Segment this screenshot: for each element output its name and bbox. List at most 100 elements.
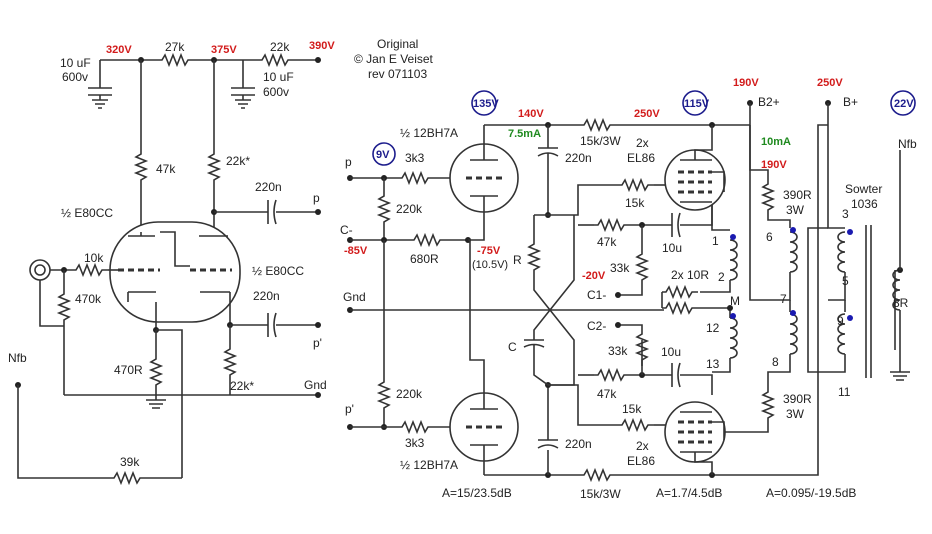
pin-label: 6 [766,230,773,244]
cap-label: 10 uF [60,56,91,70]
resistor-680r [409,234,447,246]
cap-label: 10u [662,241,682,255]
resistor-470r [150,354,162,392]
tube-label: EL86 [627,151,655,165]
preamp-section [15,54,321,484]
voltage-label: 250V [634,108,660,120]
tube-label: EL86 [627,454,655,468]
node-label: Gnd [304,378,327,392]
resistor-15k3w-bottom [579,469,617,481]
credits: Original © Jan E Veiset rev 071103 [354,37,434,81]
node-label: p [345,155,352,169]
preamp-labels: 10 uF 600v 320V 27k 375V 22k 390V 10 uF … [8,40,335,469]
resistor-label: 22k* [226,154,250,168]
node-label: p' [345,402,354,416]
circled-voltages: 9V 135V 115V 22V [372,90,916,166]
voltage-label: 190V [761,159,787,171]
resistor-3k3-bottom [397,421,435,433]
resistor-label: 22k [270,40,290,54]
resistor-label: 3W [786,407,805,421]
voltage-label: 320V [106,44,132,56]
resistor-label: 33k [608,344,628,358]
transformer-label: Sowter [845,182,882,196]
pin-label: 7 [780,292,787,306]
node-label: C2- [587,319,606,333]
resistor-label: 15k [625,196,645,210]
power-amp-labels: 190V 250V B2+ B+ 140V 250V 7.5mA 10mA 19… [340,77,917,501]
resistor-10r-top [661,286,699,298]
cathode-winding-bottom [729,317,738,359]
tube-label: ½ E80CC [252,264,304,278]
gain-label: A=1.7/4.5dB [656,486,722,500]
current-label: 10mA [761,136,791,148]
node-label: B2+ [758,95,780,109]
voltage-label: 250V [817,77,843,89]
resistor-470k [58,289,70,327]
voltage-badge: 9V [376,149,390,161]
pin-label: 13 [706,357,720,371]
node-label: Gnd [343,290,366,304]
cap-label: 220n [565,437,592,451]
transformer-label: 1036 [851,197,878,211]
resistor-10r-bottom [661,302,699,314]
resistor-label: 22k* [230,379,254,393]
pin-label: 11 [838,385,851,399]
voltage-label: -85V [344,245,368,257]
resistor-220k-top [378,191,390,229]
resistor-label: 47k [597,387,617,401]
tube-label: ½ E80CC [61,206,113,220]
resistor-27k [157,54,195,66]
cap-label: 220n [255,180,282,194]
gain-label: A=0.095/-19.5dB [766,486,856,500]
pin-label: 8 [772,355,779,369]
tube-label: ½ 12BH7A [400,126,458,140]
resistor-label: 47k [156,162,176,176]
resistor-label: 3k3 [405,151,425,165]
node-label: p [313,191,320,205]
credit-line: Original [377,37,418,51]
cap-rating: 600v [263,85,289,99]
cap-label: 10u [661,345,681,359]
resistor-r [528,239,540,277]
gain-label: A=15/23.5dB [442,486,512,500]
resistor-47k-top [593,219,631,231]
voltage-label: 140V [518,108,544,120]
resistor-label: 2x 10R [671,268,709,282]
cathode-winding-top [729,239,738,281]
voltage-badge: 22V [894,98,914,110]
tube-label: 2x [636,136,649,150]
pin-label: 5 [842,274,849,288]
resistor-33k-top [636,249,648,287]
resistor-label: 220k [396,202,423,216]
cap-rating: 600v [62,70,88,84]
cap-label: 220n [565,151,592,165]
primary-winding-top [789,231,798,273]
resistor-label: 33k [610,261,630,275]
voltage-label: 190V [733,77,759,89]
resistor-15k-bottom [617,419,655,431]
pin-label: 3 [842,207,849,221]
node-label: C1- [587,288,606,302]
credit-line: © Jan E Veiset [354,52,434,66]
resistor-47k [135,149,147,187]
resistor-label: R [513,253,522,267]
node-label: p' [313,336,322,350]
pin-label: 1 [712,234,719,248]
resistor-label: 3W [786,203,805,217]
resistor-47k-bottom [593,369,631,381]
current-label: 7.5mA [508,128,541,140]
resistor-390r-top [762,179,774,217]
node-label: C- [340,223,353,237]
resistor-label: 15k/3W [580,487,621,501]
resistor-22k-anode [208,149,220,187]
resistor-label: 470k [75,292,102,306]
resistor-label: 390R [783,188,812,202]
resistor-label: 680R [410,252,439,266]
voltage-label: (10.5V) [472,259,508,271]
cap-label: 220n [253,289,280,303]
credit-line: rev 071103 [368,67,427,81]
resistor-label: 39k [120,455,140,469]
ot-primary-1 [837,231,846,273]
resistor-22k-cathode [224,344,236,382]
